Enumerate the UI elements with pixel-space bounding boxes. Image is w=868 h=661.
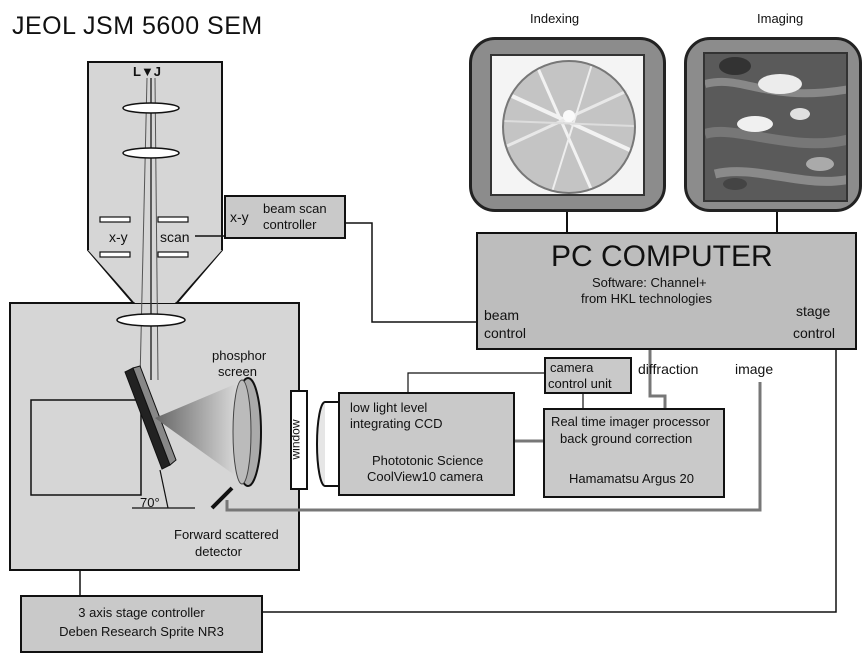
imager-processor-box: Real time imager processor back ground c… xyxy=(543,408,725,498)
condenser-lens-1 xyxy=(123,103,179,113)
diffraction-label: diffraction xyxy=(638,361,698,378)
beam-scan-controller-box: x-y beam scan controller xyxy=(224,195,346,239)
pc-stage-control-2: control xyxy=(793,325,835,342)
scan-coil-plate xyxy=(100,217,130,222)
chamber-window: window xyxy=(290,390,308,490)
ebsd-pattern-image xyxy=(492,56,645,196)
imaging-monitor xyxy=(684,37,862,212)
column-xy-label: x-y xyxy=(109,229,128,246)
ccd-line3: Phototonic Science xyxy=(372,453,483,468)
sample-block xyxy=(31,400,141,495)
scan-coil-plate xyxy=(100,252,130,257)
image-label: image xyxy=(735,361,773,378)
beam-scan-xy: x-y xyxy=(230,209,249,226)
indexing-label: Indexing xyxy=(530,11,579,26)
indexing-screen xyxy=(490,54,645,196)
beam-scan-line2: controller xyxy=(263,217,316,232)
detector-label-1: Forward scattered xyxy=(174,527,279,542)
phosphor-label-1: phosphor xyxy=(212,348,266,363)
ccd-line1: low light level xyxy=(350,400,427,415)
objective-lens xyxy=(117,314,185,326)
electron-gun-symbol: L▼J xyxy=(133,64,161,79)
condenser-lens-2 xyxy=(123,148,179,158)
imager-line3: Hamamatsu Argus 20 xyxy=(569,471,694,486)
camera-control-line1: camera xyxy=(550,360,593,375)
pc-title: PC COMPUTER xyxy=(551,240,773,274)
angle-label: 70° xyxy=(140,495,160,510)
phosphor-label-2: screen xyxy=(218,364,257,379)
pc-software-line2: from HKL technologies xyxy=(581,291,712,306)
pc-stage-control-1: stage xyxy=(796,303,830,320)
pc-software-line1: Software: Channel+ xyxy=(592,275,707,290)
scan-coil-plate xyxy=(158,217,188,222)
imaging-label: Imaging xyxy=(757,11,803,26)
stage-line2: Deben Research Sprite NR3 xyxy=(22,624,261,639)
column-scan-label: scan xyxy=(160,229,190,246)
camera-control-line2: control unit xyxy=(548,376,612,391)
detector-label-2: detector xyxy=(195,544,242,559)
stage-line1: 3 axis stage controller xyxy=(22,605,261,620)
imager-line2: back ground correction xyxy=(560,431,692,446)
scan-coil-plate xyxy=(158,252,188,257)
pc-beam-control-2: control xyxy=(484,325,526,342)
beam-control-line xyxy=(345,223,478,322)
window-label: window xyxy=(289,419,304,459)
imaging-screen xyxy=(703,52,848,202)
ccd-line4: CoolView10 camera xyxy=(367,469,483,484)
stage-controller-box: 3 axis stage controller Deben Research S… xyxy=(20,595,263,653)
diffraction-signal-line xyxy=(650,350,665,409)
ccd-line2: integrating CCD xyxy=(350,416,443,431)
ccd-camera-box: low light level integrating CCD Phototon… xyxy=(338,392,515,496)
microstructure-image xyxy=(705,54,848,202)
pc-computer-box: PC COMPUTER Software: Channel+ from HKL … xyxy=(476,232,857,350)
imager-line1: Real time imager processor xyxy=(551,414,710,429)
beam-scan-line1: beam scan xyxy=(263,201,327,216)
pc-beam-control-1: beam xyxy=(484,307,519,324)
camera-control-unit-box: camera control unit xyxy=(544,357,632,394)
indexing-monitor xyxy=(469,37,666,212)
